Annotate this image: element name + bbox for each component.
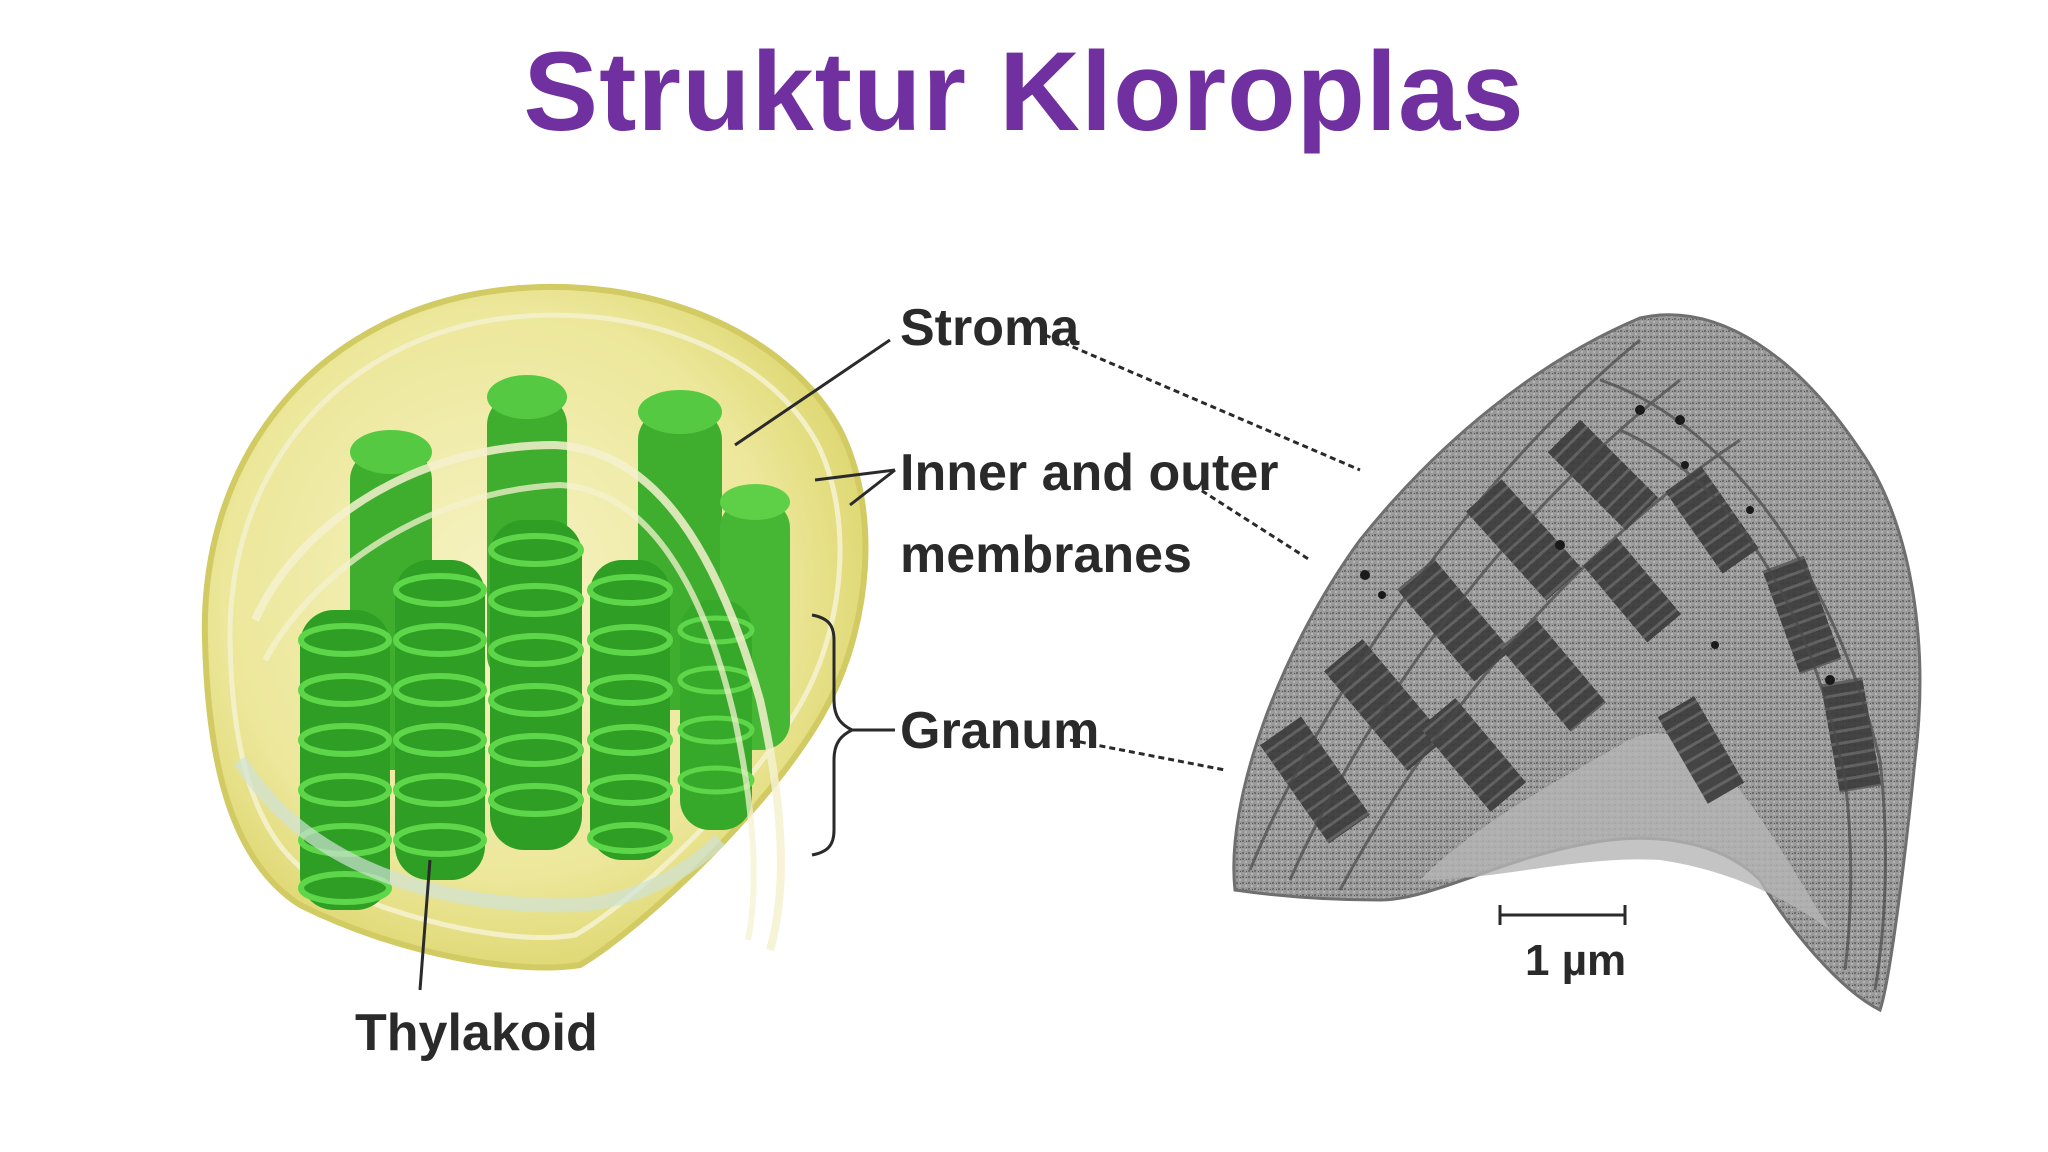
- micrograph-lamellae: [1248, 338, 1887, 991]
- granum-stack: [298, 610, 392, 910]
- slide-title: Struktur Kloroplas: [523, 29, 1525, 154]
- label-membranes-line1: Inner and outer: [900, 444, 1278, 502]
- granum-stack: [488, 520, 584, 850]
- electron-micrograph: [1232, 313, 1922, 1013]
- cutaway-membrane: [262, 481, 757, 941]
- cutaway-membrane: [251, 440, 785, 952]
- scale-bar: [1498, 905, 1627, 925]
- label-granum: Granum: [900, 702, 1099, 760]
- label-stroma: Stroma: [900, 299, 1080, 357]
- grana-stacks: [298, 375, 790, 910]
- plastoglobuli: [1360, 405, 1835, 685]
- granum-stack: [677, 600, 755, 830]
- label-scale-bar: 1 µm: [1525, 936, 1626, 985]
- label-thylakoid: Thylakoid: [355, 1004, 598, 1062]
- stroma-lamella: [234, 756, 725, 913]
- chloroplast-illustration: [201, 283, 869, 971]
- label-membranes-line2: membranes: [900, 526, 1192, 584]
- diagram-labels: Stroma Inner and outer membranes Granum …: [355, 299, 1626, 1062]
- leader-lines: [418, 333, 1361, 991]
- granum-stack: [393, 560, 487, 880]
- granum-stack: [587, 560, 673, 860]
